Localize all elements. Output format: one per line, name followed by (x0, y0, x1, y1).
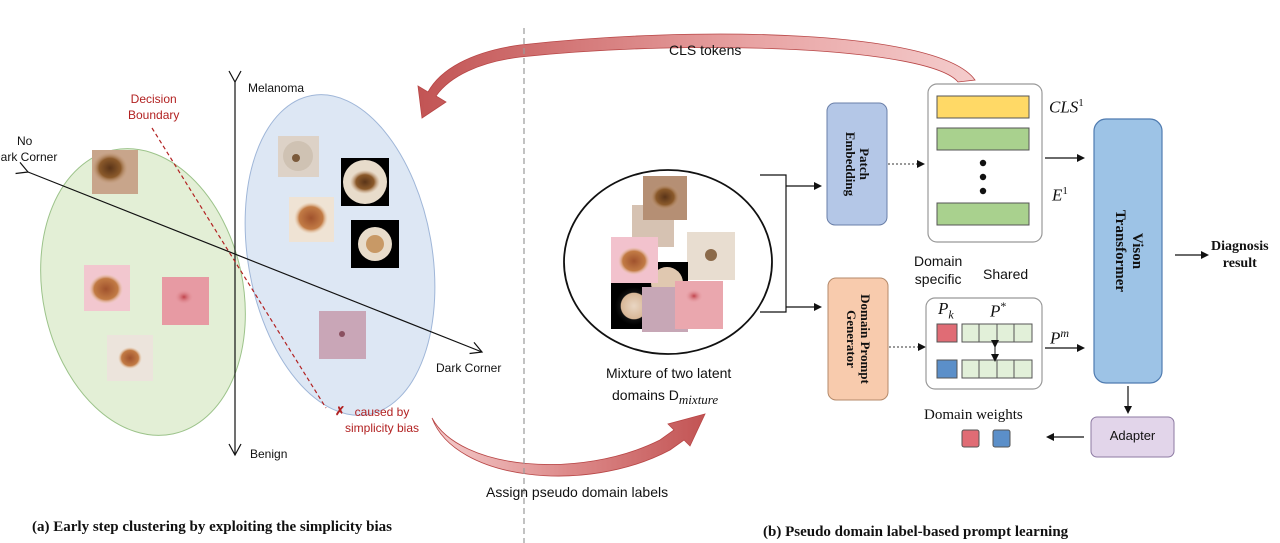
adapter-box (1090, 416, 1175, 458)
patch-embedding-box (826, 102, 888, 226)
skin-image-benign-1 (92, 150, 138, 194)
diagonal-axis (15, 161, 484, 355)
mixture-label: Mixture of two latent domains Dmixture (606, 362, 731, 411)
pk-label-text: P (938, 299, 949, 318)
skin-image-melanoma-2 (341, 158, 389, 206)
e-superscript-label: E1 (1052, 185, 1068, 206)
benign-cluster (40, 148, 246, 436)
patch-embedding-label: Patch Embedding (843, 131, 872, 197)
mixture-skin-images (611, 176, 735, 332)
bias-x-mark: ✗ (335, 404, 346, 418)
patch-embedding-label-wrap: Patch Embedding (827, 103, 887, 225)
cls-label-sup: 1 (1078, 97, 1084, 109)
cls-tokens-feedback-arrow (417, 33, 976, 119)
embedding-token-bar-2 (936, 202, 1030, 226)
axis-label-dark-corner: Dark Corner (436, 361, 502, 375)
domain-specific-prompt-red (936, 323, 958, 343)
adapter-label: Adapter (1109, 428, 1156, 443)
domain-weight-red (961, 429, 980, 448)
cls-superscript-label: CLS1 (1049, 97, 1084, 118)
cls-tokens-label: CLS tokens (669, 42, 742, 58)
embedding-token-bar-1 (936, 127, 1030, 151)
decision-boundary-line (151, 127, 327, 409)
domain-specific-prompt-blue (936, 359, 958, 379)
domain-weight-blue (992, 429, 1011, 448)
pk-label-sub: k (948, 307, 954, 322)
split-bracket (760, 174, 787, 313)
simplicity-bias-label: caused by simplicity bias (345, 405, 420, 435)
assign-labels-arrow (431, 413, 706, 477)
domain-weights-label: Domain weights (924, 407, 1023, 423)
melanoma-cluster (244, 94, 436, 416)
pstar-label-text: P (990, 301, 1001, 321)
ellipsis-dot (979, 173, 987, 181)
mixture-label-line2: domains D (612, 387, 679, 403)
axis-label-melanoma: Melanoma (248, 81, 305, 95)
skin-image-melanoma-4 (351, 220, 399, 268)
axis-label-no-dark-corner: No Dark Corner (0, 134, 58, 164)
cls-token-bar (936, 95, 1030, 119)
shared-label: Shared (983, 266, 1029, 282)
pm-label: Pm (1050, 326, 1069, 349)
domain-prompt-generator-box (827, 277, 889, 401)
shared-prompt-row-1 (961, 323, 1033, 343)
pstar-label: P* (990, 299, 1006, 322)
skin-image-melanoma-5 (319, 311, 366, 359)
mixture-subscript: mixture (678, 391, 719, 407)
pk-label: Pk (938, 299, 954, 322)
e-label-sup: 1 (1062, 185, 1068, 197)
axis-label-benign: Benign (250, 447, 288, 461)
domain-specific-label: Domain specific (914, 253, 963, 287)
caption-b: (b) Pseudo domain label-based prompt lea… (763, 524, 1069, 540)
pm-label-text: P (1050, 328, 1061, 348)
skin-image-melanoma-1 (278, 136, 319, 177)
vision-transformer-box (1093, 118, 1163, 384)
vit-label-wrap: Vison Transformer (1094, 119, 1162, 383)
vision-transformer-label: Vison Transformer (1112, 209, 1146, 293)
shared-prompt-row-2 (961, 359, 1033, 379)
ellipsis-dot (979, 159, 987, 167)
skin-image-benign-2 (84, 265, 130, 311)
pm-label-sup: m (1060, 326, 1070, 340)
e-label-text: E (1052, 185, 1063, 205)
skin-image-benign-4 (107, 335, 153, 381)
cls-label-text: CLS (1049, 97, 1079, 117)
mixture-label-line1: Mixture of two latent (606, 365, 732, 381)
diagnosis-result-label: Diagnosis result (1211, 239, 1269, 271)
assign-pseudo-labels: Assign pseudo domain labels (486, 484, 669, 500)
skin-image-melanoma-3 (289, 197, 334, 242)
pstar-label-sup: * (1000, 299, 1007, 313)
caption-a: (a) Early step clustering by exploiting … (32, 519, 392, 535)
ellipsis-dot (979, 187, 987, 195)
skin-image-benign-3 (162, 277, 209, 325)
decision-boundary-label: Decision Boundary (128, 92, 180, 122)
prompt-generator-label-wrap: Domain Prompt Generator (828, 278, 888, 400)
domain-prompt-generator-label: Domain Prompt Generator (844, 294, 873, 384)
